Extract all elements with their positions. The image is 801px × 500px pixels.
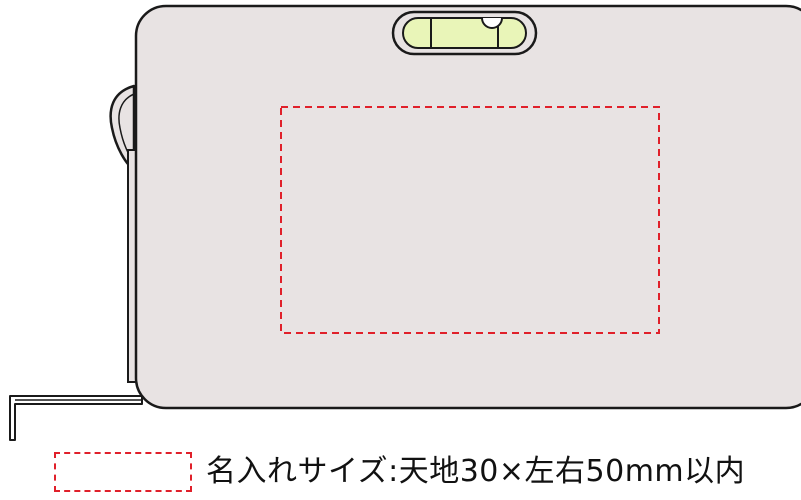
imprint-area — [280, 106, 660, 334]
legend-text: 名入れサイズ:天地30×左右50mm以内 — [206, 454, 746, 489]
tape-measure-body — [134, 4, 801, 410]
level-bubble — [481, 17, 503, 29]
spirit-level — [391, 10, 538, 56]
level-vial — [402, 17, 527, 49]
legend-swatch — [54, 452, 192, 492]
imprint-size-legend: 名入れサイズ:天地30×左右50mm以内 — [54, 448, 801, 496]
tape-blade — [9, 395, 143, 441]
